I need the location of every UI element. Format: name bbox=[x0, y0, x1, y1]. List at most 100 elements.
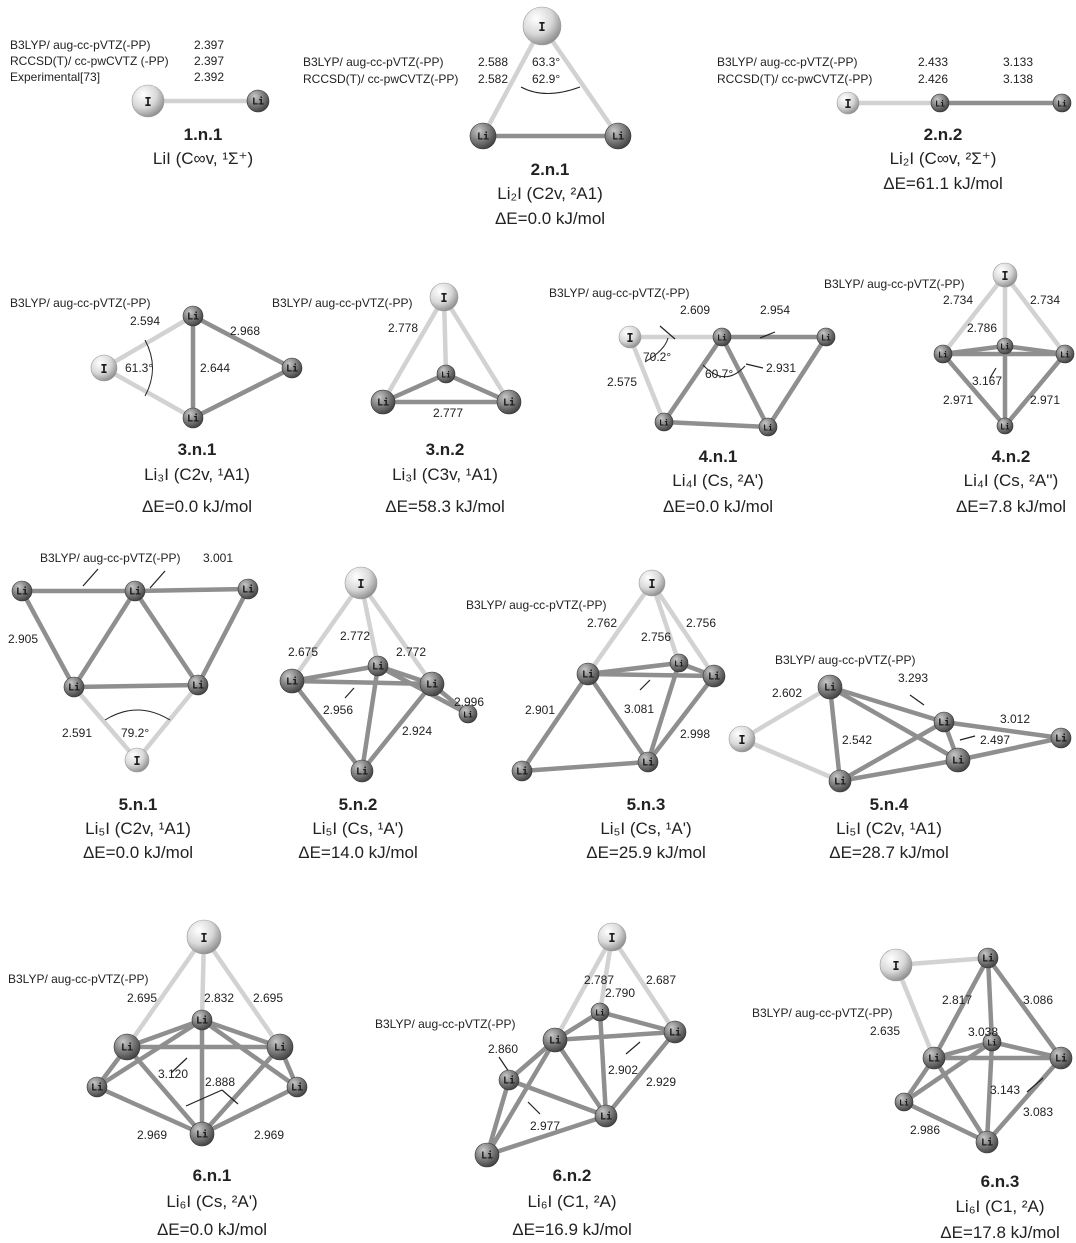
lithium-atom: Li bbox=[922, 1046, 946, 1070]
iodine-atom: I bbox=[522, 6, 562, 46]
bond-5n4 bbox=[955, 735, 1064, 763]
iodine-symbol: I bbox=[844, 97, 851, 111]
lithium-atom: Li bbox=[189, 1121, 215, 1147]
iodine-sphere bbox=[618, 325, 642, 349]
bond-6n1 bbox=[201, 934, 283, 1050]
structure-formula: Li₆I (Cs, ²A') bbox=[166, 1192, 257, 1211]
bond-5n4 bbox=[739, 736, 843, 784]
lithium-atom: Li bbox=[975, 1130, 999, 1154]
bond-2n1 bbox=[480, 23, 545, 139]
iodine-atom: I bbox=[131, 84, 165, 118]
bond-6n2 bbox=[609, 934, 678, 1035]
method-label: B3LYP/ aug-cc-pVTZ(-PP) bbox=[752, 1006, 892, 1020]
lithium-symbol: Li bbox=[1055, 1053, 1067, 1065]
arrow bbox=[527, 1101, 541, 1115]
iodine-sphere bbox=[90, 354, 118, 382]
structure-id: 6.n.1 bbox=[193, 1166, 232, 1185]
lithium-atom: Li bbox=[124, 580, 146, 602]
lithium-sphere bbox=[86, 1076, 108, 1098]
iodine-symbol: I bbox=[440, 291, 447, 305]
bond-6n2 bbox=[597, 1009, 678, 1035]
method-label: B3LYP/ aug-cc-pVTZ(-PP) bbox=[10, 38, 150, 52]
lithium-sphere bbox=[712, 327, 732, 347]
state-text: (C1, ²A) bbox=[985, 1197, 1045, 1216]
lithium-symbol: Li bbox=[938, 717, 950, 729]
lithium-sphere bbox=[604, 122, 632, 150]
state-text: (C1, ²A) bbox=[557, 1192, 617, 1211]
method-label: B3LYP/ aug-cc-pVTZ(-PP) bbox=[466, 598, 606, 612]
lithium-symbol: Li bbox=[982, 953, 994, 965]
lithium-atom: Li bbox=[977, 947, 999, 969]
iodine-atom: I bbox=[836, 91, 860, 115]
relative-energy: ΔE=17.8 kJ/mol bbox=[940, 1223, 1060, 1242]
lithium-sphere bbox=[281, 357, 303, 379]
structure-id: 3.n.2 bbox=[426, 440, 465, 459]
lithium-symbol: Li bbox=[91, 1082, 103, 1094]
lithium-symbol: Li bbox=[582, 669, 594, 681]
structure-formula: Li₄I (Cs, ²A'') bbox=[964, 471, 1059, 490]
lithium-atom: Li bbox=[758, 417, 778, 437]
iodine-atom: I bbox=[429, 282, 459, 312]
method-value: 2.397 bbox=[194, 54, 224, 68]
lithium-symbol: Li bbox=[503, 397, 515, 409]
lithium-symbol: Li bbox=[595, 1008, 605, 1018]
lithium-atom: Li bbox=[11, 580, 33, 602]
iodine-symbol: I bbox=[892, 959, 899, 973]
structure-formula: Li₃I (C2v, ¹A1) bbox=[144, 465, 250, 484]
bond-5n1 bbox=[71, 588, 138, 690]
bond-5n2 bbox=[289, 580, 364, 684]
method-value: 2.588 bbox=[478, 55, 508, 69]
lithium-sphere bbox=[498, 1069, 520, 1091]
bond-5n4 bbox=[827, 684, 843, 784]
bond-length: 3.081 bbox=[624, 702, 654, 716]
lithium-atom: Li bbox=[604, 122, 632, 150]
lithium-symbol: Li bbox=[274, 1042, 286, 1054]
bond-5n2 bbox=[359, 663, 381, 774]
state-text: (C2v, ²A1) bbox=[527, 184, 603, 203]
bond-6n3 bbox=[901, 1039, 995, 1105]
bond-length: 2.969 bbox=[137, 1128, 167, 1142]
lithium-sphere bbox=[758, 417, 778, 437]
lithium-atom: Li bbox=[712, 327, 732, 347]
relative-energy: ΔE=58.3 kJ/mol bbox=[385, 497, 505, 516]
lithium-sphere bbox=[594, 1104, 618, 1128]
bond-length: 2.931 bbox=[766, 361, 796, 375]
iodine-sphere bbox=[992, 262, 1018, 288]
lithium-symbol: Li bbox=[372, 661, 384, 673]
lithium-symbol: Li bbox=[952, 755, 964, 767]
bond-length: 2.954 bbox=[760, 303, 790, 317]
iodine-symbol: I bbox=[538, 20, 545, 34]
iodine-sphere bbox=[429, 282, 459, 312]
bond-6n1 bbox=[199, 1084, 300, 1137]
lithium-symbol: Li bbox=[600, 1111, 612, 1123]
lithium-atom: Li bbox=[113, 1033, 141, 1061]
lithium-symbol: Li bbox=[935, 99, 945, 109]
bond-6n3 bbox=[984, 1055, 1064, 1145]
bond-length: 2.998 bbox=[680, 727, 710, 741]
lithium-symbol: Li bbox=[834, 776, 846, 788]
method-value: 3.138 bbox=[1003, 72, 1033, 86]
lithium-sphere bbox=[702, 664, 726, 688]
bond-length: 2.968 bbox=[230, 324, 260, 338]
bond-length: 2.687 bbox=[646, 973, 676, 987]
lithium-sphere bbox=[1055, 344, 1075, 364]
bond-5n1 bbox=[134, 682, 201, 763]
lithium-sphere bbox=[996, 417, 1014, 435]
arrow bbox=[185, 1089, 223, 1107]
bond-6n3 bbox=[901, 1099, 990, 1145]
formula-text: Li₆I bbox=[527, 1192, 552, 1211]
angle-value: 60.7° bbox=[705, 367, 733, 381]
bond-4n1 bbox=[627, 334, 667, 425]
lithium-sphere bbox=[367, 655, 389, 677]
bond-length: 2.591 bbox=[62, 726, 92, 740]
iodine-sphere bbox=[597, 922, 627, 952]
lithium-sphere bbox=[246, 89, 270, 113]
lithium-sphere bbox=[191, 1009, 213, 1031]
lithium-sphere bbox=[654, 412, 674, 432]
lithium-sphere bbox=[474, 1142, 500, 1168]
lithium-symbol: Li bbox=[899, 1098, 909, 1108]
iodine-atom: I bbox=[728, 725, 756, 753]
iodine-atom: I bbox=[618, 325, 642, 349]
iodine-symbol: I bbox=[144, 95, 151, 109]
structure-id: 6.n.3 bbox=[981, 1172, 1020, 1191]
